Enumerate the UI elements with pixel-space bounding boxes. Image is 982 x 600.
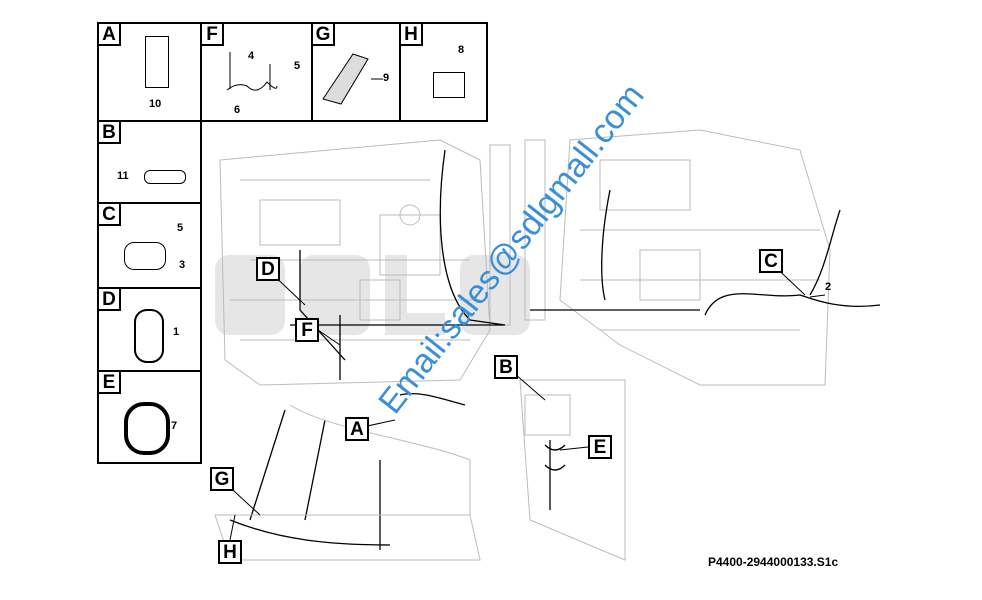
drawing-code: P4400-2944000133.S1c — [708, 555, 839, 569]
part-number: 1 — [173, 326, 180, 338]
legend-cell-b: B 11 — [97, 120, 202, 204]
legend-letter: E — [97, 370, 121, 394]
legend-letter: B — [97, 120, 121, 144]
part-number: 3 — [179, 259, 186, 271]
bolt-icon — [144, 170, 186, 184]
part-number: 11 — [117, 170, 129, 182]
legend-cell-f: F 4 5 6 — [200, 22, 313, 122]
cab-floor-outline — [214, 379, 626, 561]
legend-letter: D — [97, 287, 121, 311]
callout-a: A — [345, 417, 369, 441]
callout-b: B — [494, 355, 518, 379]
relay-icon — [433, 72, 465, 98]
part-number: 8 — [458, 44, 465, 56]
legend-letter: C — [97, 202, 121, 226]
engine-right-outline — [489, 129, 831, 386]
wire-harness — [229, 149, 881, 550]
legend-cell-d: D 1 — [97, 287, 202, 372]
legend-cell-e: E 7 — [97, 370, 202, 464]
clamp-icon — [124, 242, 166, 270]
part-number: 10 — [149, 98, 162, 110]
part-number: 6 — [234, 104, 241, 116]
legend-letter: G — [311, 22, 335, 46]
cable-tie-icon — [134, 309, 164, 363]
part-number-2: 2 — [825, 281, 832, 293]
callout-c: C — [759, 249, 783, 273]
callout-g: G — [210, 467, 234, 491]
sensor-wire-icon — [226, 52, 278, 91]
callout-e: E — [588, 435, 612, 459]
part-number: 7 — [171, 420, 178, 432]
part-number: 4 — [248, 50, 255, 62]
callout-f: F — [295, 318, 319, 342]
strap-icon — [124, 402, 170, 455]
engine-left-outline — [219, 139, 491, 386]
part-number: 9 — [383, 72, 390, 84]
callout-d: D — [256, 257, 280, 281]
legend-letter: H — [399, 22, 423, 46]
legend-letter: A — [97, 22, 121, 46]
accelerator-pedal-icon — [322, 53, 383, 105]
part-number: 5 — [294, 60, 301, 72]
legend-cell-c: C 5 3 — [97, 202, 202, 289]
callout-h: H — [218, 540, 242, 564]
legend-letter: F — [200, 22, 224, 46]
legend-cell-h: H 8 — [399, 22, 488, 122]
legend-cell-g: G 9 — [311, 22, 401, 122]
part-number: 5 — [177, 222, 184, 234]
legend-cell-a: A 10 — [97, 22, 202, 122]
hour-meter-icon — [145, 36, 169, 88]
